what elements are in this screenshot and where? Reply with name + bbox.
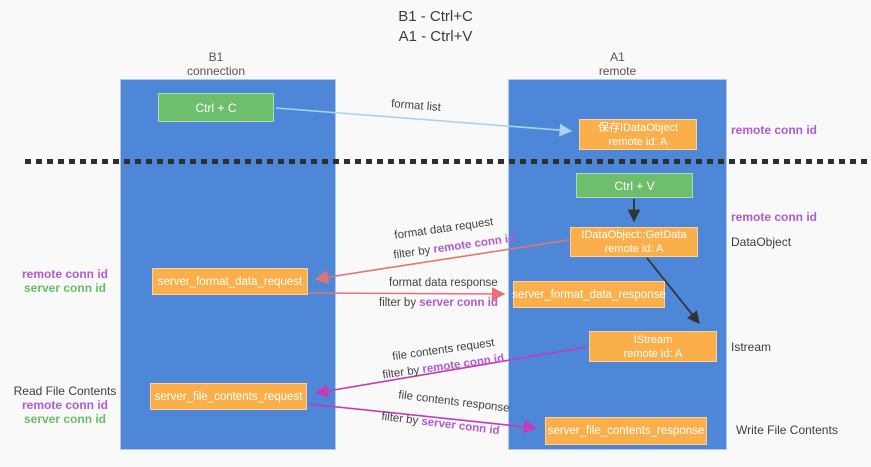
getdata-box: IDataObject::GetData remote id: A <box>570 227 698 257</box>
title-line-1: B1 - Ctrl+C <box>398 8 473 25</box>
server-file-contents-request-box: server_file_contents_request <box>150 383 307 410</box>
arrow-format-list <box>275 107 573 137</box>
save-dataobject-line1: 保存IDataObject <box>597 121 679 134</box>
arrow-file-contents-response <box>308 403 538 434</box>
istream-margin-label: Istream <box>731 340 772 354</box>
getdata-line1: IDataObject::GetData <box>581 229 687 241</box>
read-file-contents-label: Read File Contents <box>13 384 117 398</box>
arrow-format-data-request <box>314 239 570 284</box>
lane-b1-title: B1 <box>208 50 224 64</box>
dataobject-label: DataObject <box>731 235 792 249</box>
server-file-contents-response-label: server_file_contents_response <box>547 425 705 437</box>
ctrl-c-box: Ctrl + C <box>158 93 274 122</box>
remote-conn-id-label-left-1: remote conn id <box>21 267 108 281</box>
ctrl-v-label: Ctrl + V <box>614 178 655 193</box>
arrow-format-data-response <box>308 287 506 301</box>
server-conn-id-key: server conn id <box>419 297 498 309</box>
left-conn-id-block-1: remote conn id server conn id <box>5 267 125 295</box>
server-format-data-response-box: server_format_data_response <box>512 281 666 308</box>
save-dataobject-box: 保存IDataObject remote id: A <box>579 119 697 150</box>
lane-a1-title: A1 <box>610 50 625 64</box>
ctrl-v-box: Ctrl + V <box>576 173 693 198</box>
remote-conn-id-label-left-2: remote conn id <box>21 398 108 412</box>
lane-a1-subtitle: remote <box>598 64 637 78</box>
ctrl-c-label: Ctrl + C <box>195 100 237 115</box>
left-conn-id-block-2: Read File Contents remote conn id server… <box>5 384 125 426</box>
server-format-data-request-box: server_format_data_request <box>152 268 308 295</box>
format-data-response-label: format data response <box>389 277 498 289</box>
server-file-contents-response-box: server_file_contents_response <box>545 417 707 445</box>
lane-header-a1: A1 remote <box>508 50 727 78</box>
filter-by-text: filter by <box>379 297 417 309</box>
lane-header-b1: B1 connection <box>110 50 322 78</box>
remote-conn-id-label-mid-right: remote conn id <box>731 210 818 224</box>
getdata-line2: remote id: A <box>604 243 664 255</box>
lane-b1-subtitle: connection <box>186 64 246 78</box>
save-dataobject-line2: remote id: A <box>608 135 668 148</box>
arrow-getdata-to-istream <box>646 257 700 324</box>
dashed-separator-line <box>25 159 871 164</box>
arrow-file-contents-request <box>314 346 588 398</box>
write-file-contents-label: Write File Contents <box>736 423 838 437</box>
title-line-2: A1 - Ctrl+V <box>398 28 473 45</box>
remote-conn-id-label-top-right: remote conn id <box>731 123 818 137</box>
format-data-response-filter-label: filter by server conn id <box>379 297 498 309</box>
istream-line1: IStream <box>633 333 673 346</box>
server-format-data-request-label: server_format_data_request <box>157 275 303 288</box>
server-conn-id-label-left-2: server conn id <box>23 412 107 426</box>
server-format-data-response-label: server_format_data_response <box>512 288 666 301</box>
server-file-contents-request-label: server_file_contents_request <box>154 390 303 403</box>
diagram-title: B1 - Ctrl+C A1 - Ctrl+V <box>0 7 871 47</box>
server-conn-id-label-left-1: server conn id <box>23 281 107 295</box>
istream-line2: remote id: A <box>623 347 683 360</box>
istream-box: IStream remote id: A <box>589 331 717 362</box>
